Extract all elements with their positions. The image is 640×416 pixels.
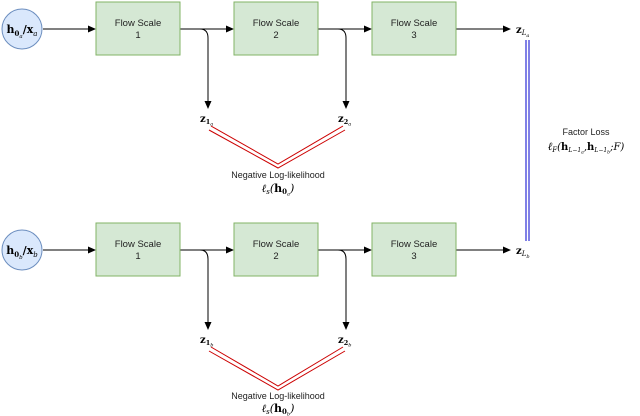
top-edge-branch-z1: [199, 28, 212, 109]
top-flow-scale-3-line2: 3: [411, 30, 416, 41]
factor-loss-label: Factor Loss: [562, 127, 610, 137]
top-input-node: [1, 8, 43, 50]
bottom-flow-scale-2: [233, 222, 319, 277]
bottom-flow-scale-3-line1: Flow Scale: [391, 239, 437, 250]
bottom-edge-branch-z2: [337, 249, 350, 330]
top-flow-scale-2-line1: Flow Scale: [253, 18, 299, 29]
top-edge-branch-z2: [337, 28, 350, 109]
top-flow-scale-1-line2: 1: [135, 30, 140, 41]
top-nll-connector: [208, 125, 346, 169]
bottom-flow-scale-2-line1: Flow Scale: [253, 239, 299, 250]
top-flow-scale-3: [371, 1, 457, 56]
bottom-nll-formula: ℓs(h0b): [262, 402, 295, 416]
top-output-z: zLa: [516, 25, 529, 39]
bottom-flow-scale-2-line2: 2: [273, 251, 278, 262]
top-z1: z1a: [200, 114, 213, 128]
top-flow-scale-3-line1: Flow Scale: [391, 18, 437, 29]
bottom-flow-scale-3: [371, 222, 457, 277]
bottom-z2: z2b: [338, 335, 351, 349]
bottom-edge-branch-z1: [199, 249, 212, 330]
bottom-input-node: [1, 229, 43, 271]
bottom-flow-scale-1: [95, 222, 181, 277]
top-flow-scale-1: [95, 1, 181, 56]
bottom-input-label: h0b/xb: [6, 244, 38, 261]
bottom-flow-scale-1-line1: Flow Scale: [115, 239, 161, 250]
bottom-z1: z1b: [200, 335, 213, 349]
top-nll-label: Negative Log-likelihood: [231, 170, 325, 180]
bottom-output-z: zLb: [516, 246, 530, 260]
factor-loss-connector: [525, 40, 530, 241]
top-flow-scale-1-line1: Flow Scale: [115, 18, 161, 29]
bottom-nll-label: Negative Log-likelihood: [231, 391, 325, 401]
top-z2: z2a: [338, 114, 351, 128]
factor-loss-formula: ℓF(hL−1a,hL−1b;F): [548, 140, 625, 156]
top-branch: h0a/xa Flow Scale 1 Flow Scale 2 Flow Sc…: [1, 1, 529, 198]
bottom-branch: h0b/xb Flow Scale 1 Flow Scale 2 Flow Sc…: [1, 222, 530, 416]
top-flow-scale-2-line2: 2: [273, 30, 278, 41]
top-flow-scale-2: [233, 1, 319, 56]
top-nll-formula: ℓs(h0a): [262, 182, 295, 198]
bottom-flow-scale-1-line2: 1: [135, 251, 140, 262]
bottom-nll-connector: [208, 346, 346, 391]
top-input-label: h0a/xa: [7, 23, 38, 40]
bottom-flow-scale-3-line2: 3: [411, 251, 416, 262]
